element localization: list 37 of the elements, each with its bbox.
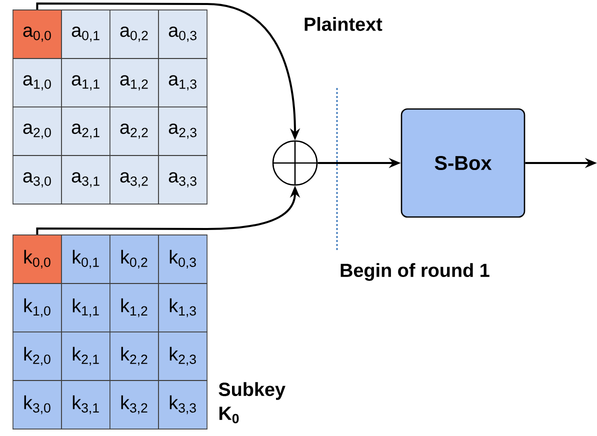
matrix-cell: k$_{2,3}$ — [158, 332, 208, 381]
matrix-cell: a$_{0,1}$ — [61, 10, 110, 59]
matrix-cell: a$_{3,3}$ — [158, 155, 208, 204]
matrix-cell: a$_{3,2}$ — [110, 155, 159, 204]
matrix-cell: a$_{0,3}$ — [158, 10, 208, 59]
matrix-cell: k$_{1,1}$ — [61, 283, 110, 332]
matrix-cell: k$_{3,1}$ — [61, 380, 110, 430]
matrix-label: Subkey K$_{0}$ — [218, 382, 286, 424]
matrix-cell: k$_{1,2}$ — [110, 283, 159, 332]
matrix-cell: k$_{1,0}$ — [12, 283, 62, 332]
matrix-cell: a$_{2,1}$ — [61, 106, 110, 156]
matrix-cell: a$_{1,2}$ — [110, 58, 159, 108]
matrix-cell: k$_{2,0}$ — [12, 332, 62, 381]
matrix-cell: a$_{2,3}$ — [158, 106, 208, 156]
matrix-cell: a$_{0,2}$ — [110, 10, 159, 59]
matrix-cell: a$_{1,0}$ — [12, 58, 62, 108]
heading: Plaintext — [304, 17, 382, 31]
matrix-cell: k$_{3,2}$ — [110, 380, 159, 430]
matrix-cell: k$_{1,3}$ — [158, 283, 208, 332]
matrix-cell: k$_{2,1}$ — [61, 332, 110, 381]
matrix-cell: a$_{2,2}$ — [110, 106, 159, 156]
matrix-cell: a$_{1,1}$ — [61, 58, 110, 108]
matrix-cell: a$_{3,0}$ — [12, 155, 62, 204]
matrix-cell: a$_{2,0}$ — [12, 106, 62, 156]
matrix-cell: k$_{2,2}$ — [110, 332, 159, 381]
matrix-cell: k$_{3,0}$ — [12, 380, 62, 430]
matrix-cell: k$_{3,3}$ — [158, 380, 208, 430]
matrix-cell: k$_{0,3}$ — [158, 234, 208, 284]
matrix-cell: k$_{0,2}$ — [110, 234, 159, 284]
xor-symbol — [272, 140, 318, 186]
matrix-cell: a$_{1,3}$ — [158, 58, 208, 108]
caption-label: Begin of round 1 — [340, 263, 490, 281]
matrix-cell: k$_{0,0}$ — [12, 234, 62, 284]
matrix-cell: a$_{0,0}$ — [12, 10, 62, 59]
matrix-cell: a$_{3,1}$ — [61, 155, 110, 204]
process-box: S-Box — [400, 108, 526, 218]
matrix-cell: k$_{0,1}$ — [61, 234, 110, 284]
